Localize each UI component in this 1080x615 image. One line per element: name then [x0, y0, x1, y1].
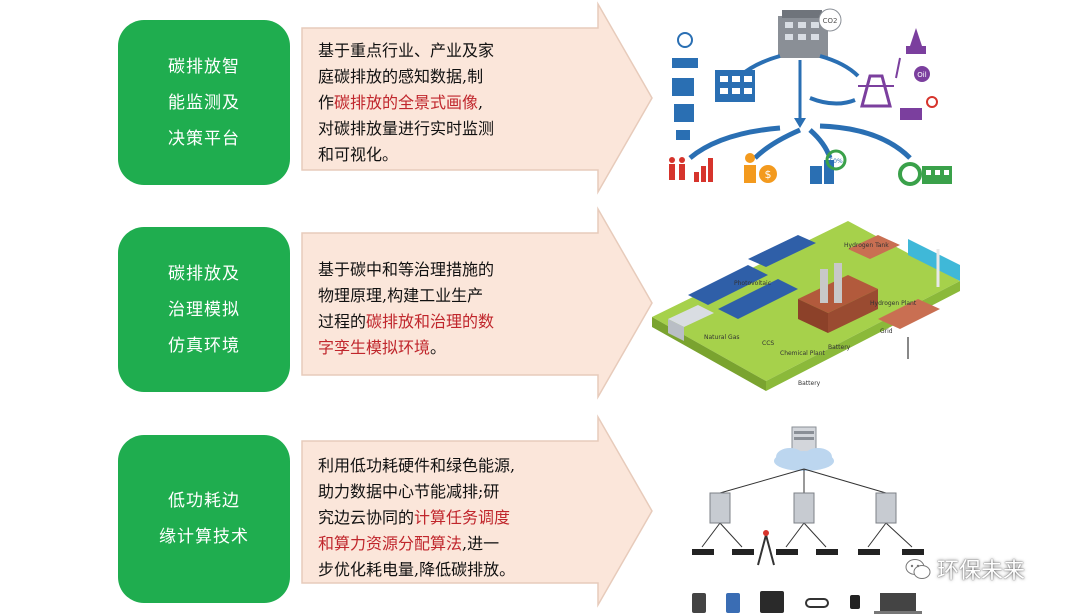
wechat-icon — [905, 559, 931, 579]
park-label: Hydrogen Plant — [870, 300, 917, 307]
row-edge-computing: 低功耗边 缘计算技术 利用低功耗硬件和绿色能源, 助力数据中心节能减排;研 究边… — [0, 413, 1080, 614]
park-label: Chemical Plant — [780, 350, 826, 357]
label-line: 碳排放及 — [168, 263, 240, 284]
description-arrow — [301, 206, 653, 400]
text-line: 庭碳排放的感知数据,制 — [318, 67, 484, 86]
percent-tag: 50% — [829, 158, 843, 165]
park-label: CCS — [762, 340, 774, 347]
park-label: Hydrogen Tank — [844, 242, 889, 249]
end-devices-icon — [692, 591, 922, 614]
text-line: 字孪生模拟环境。 — [318, 338, 447, 357]
population-chart-icon — [669, 157, 713, 182]
edge-cloud-network-illustration — [692, 426, 924, 614]
factory-buildings — [668, 235, 940, 359]
text-line: 究边云协同的计算任务调度 — [318, 508, 511, 527]
text-line: 步优化耗电量,降低碳排放。 — [318, 560, 516, 579]
text-line: 物理原理,构建工业生产 — [318, 286, 484, 305]
office-building-icon: CO2 — [778, 8, 842, 58]
watermark: 环保未来 — [905, 553, 1025, 585]
label-line: 缘计算技术 — [159, 527, 249, 547]
description-text: 利用低功耗硬件和绿色能源, 助力数据中心节能减排;研 究边云协同的计算任务调度 … — [318, 453, 638, 583]
co2-tag: CO2 — [823, 17, 838, 25]
text-line: 作碳排放的全景式画像, — [318, 93, 484, 112]
park-label: Battery — [828, 344, 851, 351]
water-pool — [908, 239, 960, 281]
text-line: 和可视化。 — [318, 145, 399, 164]
text-line: 和算力资源分配算法,进一 — [318, 534, 500, 553]
energy-industry-icon: Oil — [858, 28, 938, 120]
park-label: Grid — [880, 328, 893, 335]
text-line: 对碳排放量进行实时监测 — [318, 119, 495, 138]
description-text: 基于碳中和等治理措施的 物理原理,构建工业生产 过程的碳排放和治理的数 字孪生模… — [318, 257, 638, 361]
park-label: Photovoltaic — [734, 280, 771, 287]
antenna-tower-icon — [757, 530, 775, 566]
label-line: 低功耗边 — [168, 491, 240, 511]
description-arrow — [301, 1, 653, 195]
label-box-monitoring-platform: 碳排放智 能监测及 决策平台 — [118, 20, 290, 185]
oil-tag: Oil — [917, 71, 926, 79]
text-line: 过程的碳排放和治理的数 — [318, 312, 495, 331]
city-percentage-icon: 50% — [810, 149, 847, 184]
label-line: 决策平台 — [168, 128, 240, 149]
park-label: Natural Gas — [704, 334, 740, 341]
watermark-text: 环保未来 — [937, 559, 1026, 584]
text-line: 基于重点行业、产业及家 — [318, 41, 495, 60]
router-icon — [692, 549, 924, 555]
row-simulation-environment: 碳排放及 治理模拟 仿真环境 基于碳中和等治理措施的 物理原理,构建工业生产 过… — [0, 205, 1080, 405]
industrial-park-illustration: Natural Gas Photovoltaic Hydrogen Tank H… — [652, 221, 960, 391]
description-text: 基于重点行业、产业及家 庭碳排放的感知数据,制 作碳排放的全景式画像, 对碳排放… — [318, 38, 638, 168]
description-arrow — [301, 414, 653, 608]
label-box-simulation-environment: 碳排放及 治理模拟 仿真环境 — [118, 227, 290, 392]
edge-server-icon — [709, 492, 897, 524]
text-line: 助力数据中心节能减排;研 — [318, 482, 500, 501]
person-money-icon: $ — [744, 153, 777, 183]
recycle-factory-icon — [898, 162, 952, 186]
cloud-server-icon — [774, 426, 834, 471]
label-box-edge-computing: 低功耗边 缘计算技术 — [118, 435, 290, 603]
text-line: 利用低功耗硬件和绿色能源, — [318, 456, 516, 475]
text-line: 基于碳中和等治理措施的 — [318, 260, 495, 279]
svg-text:$: $ — [765, 168, 772, 181]
label-line: 能监测及 — [168, 92, 240, 113]
label-line: 仿真环境 — [168, 335, 240, 356]
household-appliances-icon — [672, 32, 755, 140]
label-line: 治理模拟 — [168, 299, 240, 320]
solar-panels — [688, 235, 816, 319]
label-line: 碳排放智 — [168, 56, 240, 77]
carbon-monitoring-illustration: CO2 Oil — [669, 8, 952, 186]
row-monitoring-platform: 碳排放智 能监测及 决策平台 基于重点行业、产业及家 庭碳排放的感知数据,制 作… — [0, 0, 1080, 200]
park-label: Battery — [798, 380, 821, 387]
